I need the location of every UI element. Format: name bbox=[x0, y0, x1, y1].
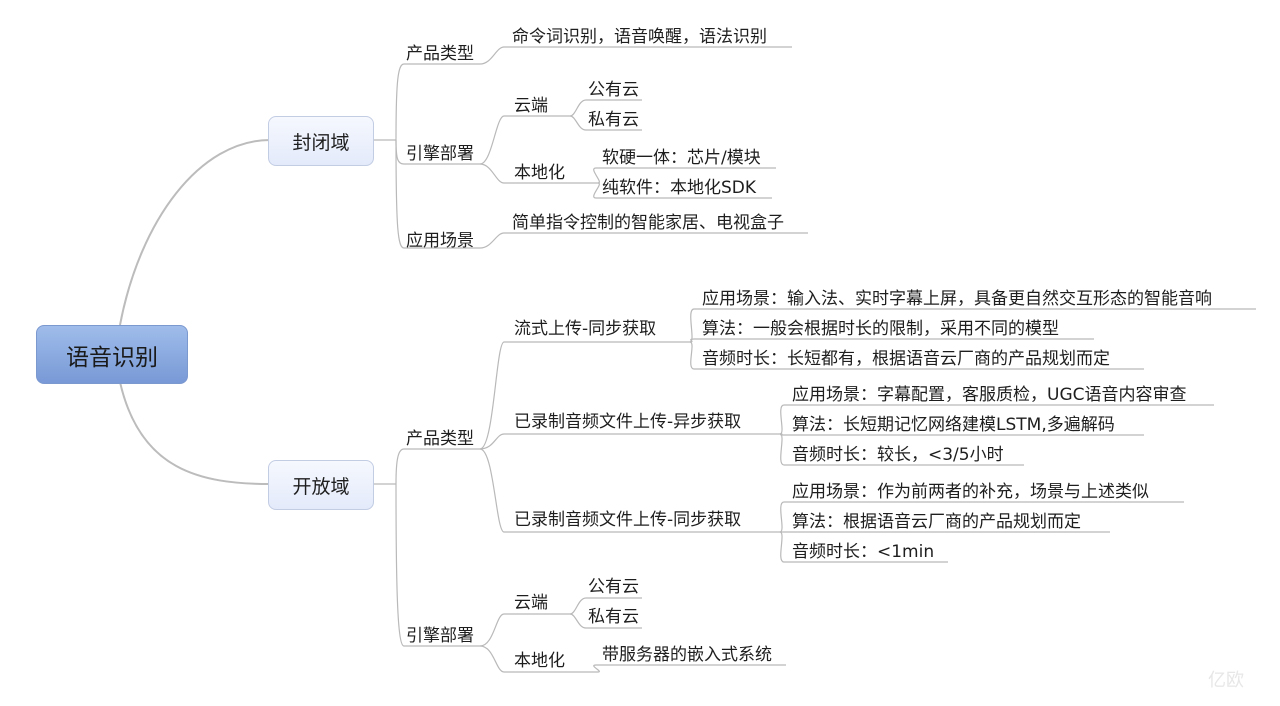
closed-cloud: 云端 bbox=[514, 96, 548, 116]
sync-scenario: 应用场景：作为前两者的补充，场景与上述类似 bbox=[792, 482, 1149, 502]
closed-engine: 引擎部署 bbox=[406, 144, 474, 164]
closed-scenario: 应用场景 bbox=[406, 231, 474, 251]
sync-algorithm: 算法：根据语音云厂商的产品规划而定 bbox=[792, 512, 1081, 532]
closed-product-desc: 命令词识别，语音唤醒，语法识别 bbox=[512, 27, 767, 47]
closed-local: 本地化 bbox=[514, 163, 565, 183]
closed-product-type: 产品类型 bbox=[406, 44, 474, 64]
streaming-duration: 音频时长：长短都有，根据语音云厂商的产品规划而定 bbox=[702, 349, 1110, 369]
watermark-logo: 亿欧 bbox=[1208, 670, 1244, 691]
closed-public-cloud: 公有云 bbox=[588, 80, 639, 100]
closed-local-item1: 软硬一体：芯片/模块 bbox=[602, 148, 761, 168]
closed-local-item2: 纯软件：本地化SDK bbox=[602, 178, 757, 198]
open-local: 本地化 bbox=[514, 651, 565, 671]
sync-duration: 音频时长：<1min bbox=[792, 542, 935, 562]
root-node: 语音识别 bbox=[36, 325, 188, 384]
streaming-algorithm: 算法：一般会根据时长的限制，采用不同的模型 bbox=[702, 319, 1059, 339]
open-product-type: 产品类型 bbox=[406, 429, 474, 449]
closed-private-cloud: 私有云 bbox=[588, 110, 639, 130]
streaming-scenario: 应用场景：输入法、实时字幕上屏，具备更自然交互形态的智能音响 bbox=[702, 289, 1212, 309]
open-domain-node: 开放域 bbox=[268, 460, 374, 510]
async-duration: 音频时长：较长，<3/5小时 bbox=[792, 445, 1004, 465]
open-sync-method: 已录制音频文件上传-同步获取 bbox=[514, 510, 742, 530]
open-engine: 引擎部署 bbox=[406, 626, 474, 646]
open-cloud: 云端 bbox=[514, 593, 548, 613]
open-public-cloud: 公有云 bbox=[588, 577, 639, 597]
open-streaming-method: 流式上传-同步获取 bbox=[514, 319, 657, 339]
open-local-item: 带服务器的嵌入式系统 bbox=[602, 645, 772, 665]
closed-scenario-desc: 简单指令控制的智能家居、电视盒子 bbox=[512, 213, 784, 233]
closed-domain-node: 封闭域 bbox=[268, 116, 374, 166]
async-scenario: 应用场景：字幕配置，客服质检，UGC语音内容审查 bbox=[792, 385, 1187, 405]
open-private-cloud: 私有云 bbox=[588, 607, 639, 627]
async-algorithm: 算法：长短期记忆网络建模LSTM,多遍解码 bbox=[792, 415, 1115, 435]
open-async-method: 已录制音频文件上传-异步获取 bbox=[514, 412, 742, 432]
